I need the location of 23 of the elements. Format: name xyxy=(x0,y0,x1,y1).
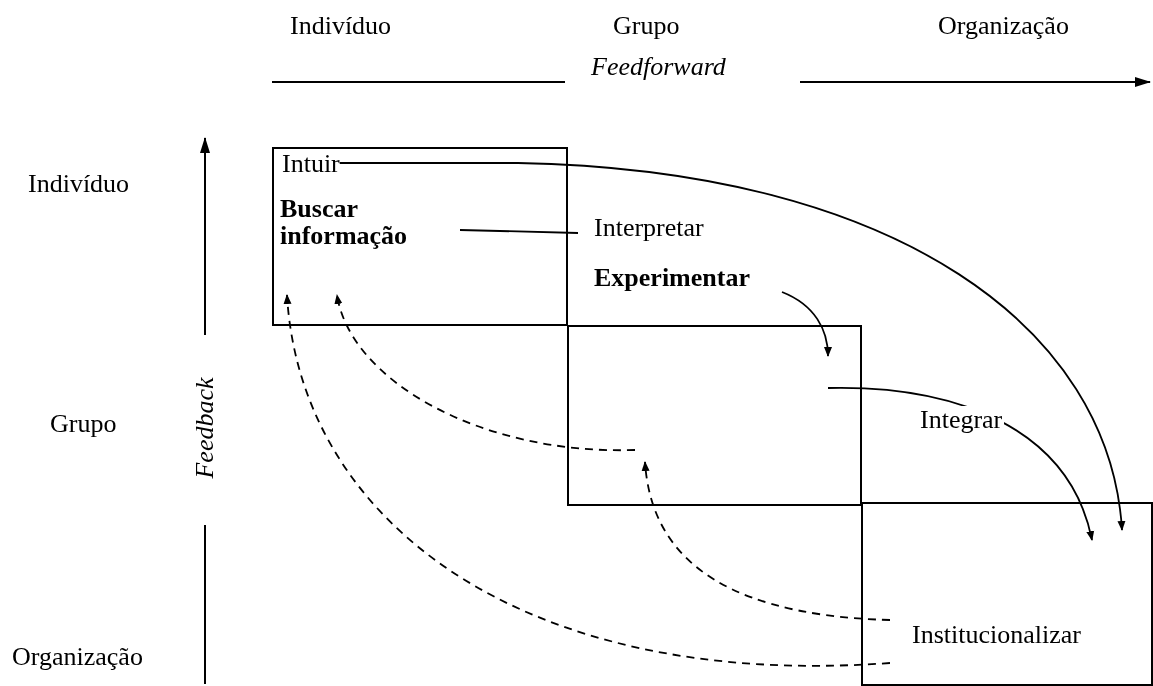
axis-label: Feedforward xyxy=(591,53,726,81)
stage-label: Experimentar xyxy=(594,264,750,292)
level-label: Grupo xyxy=(50,410,117,438)
dashed-arrow xyxy=(284,294,891,667)
stage-box xyxy=(567,325,862,506)
axis-label: Feedback xyxy=(191,377,219,479)
arrow xyxy=(338,162,1125,531)
stage-box xyxy=(272,147,568,326)
stage-label: Intuir xyxy=(282,150,340,178)
connector-line xyxy=(459,229,579,234)
stage-label: Buscar informação xyxy=(280,195,460,250)
level-label: Organização xyxy=(938,12,1069,40)
edge-label: Integrar xyxy=(918,406,1005,434)
dashed-arrow xyxy=(335,294,636,451)
level-label: Organização xyxy=(12,643,143,671)
stage-label: Institucionalizar xyxy=(891,613,1081,671)
level-label: Grupo xyxy=(613,12,680,40)
stage-label: Interpretar xyxy=(578,214,704,242)
arrow xyxy=(781,291,832,357)
level-label: Indivíduo xyxy=(28,170,130,198)
level-label: Indivíduo xyxy=(290,12,392,40)
dashed-arrow xyxy=(642,461,891,621)
stage-box xyxy=(861,502,1153,686)
